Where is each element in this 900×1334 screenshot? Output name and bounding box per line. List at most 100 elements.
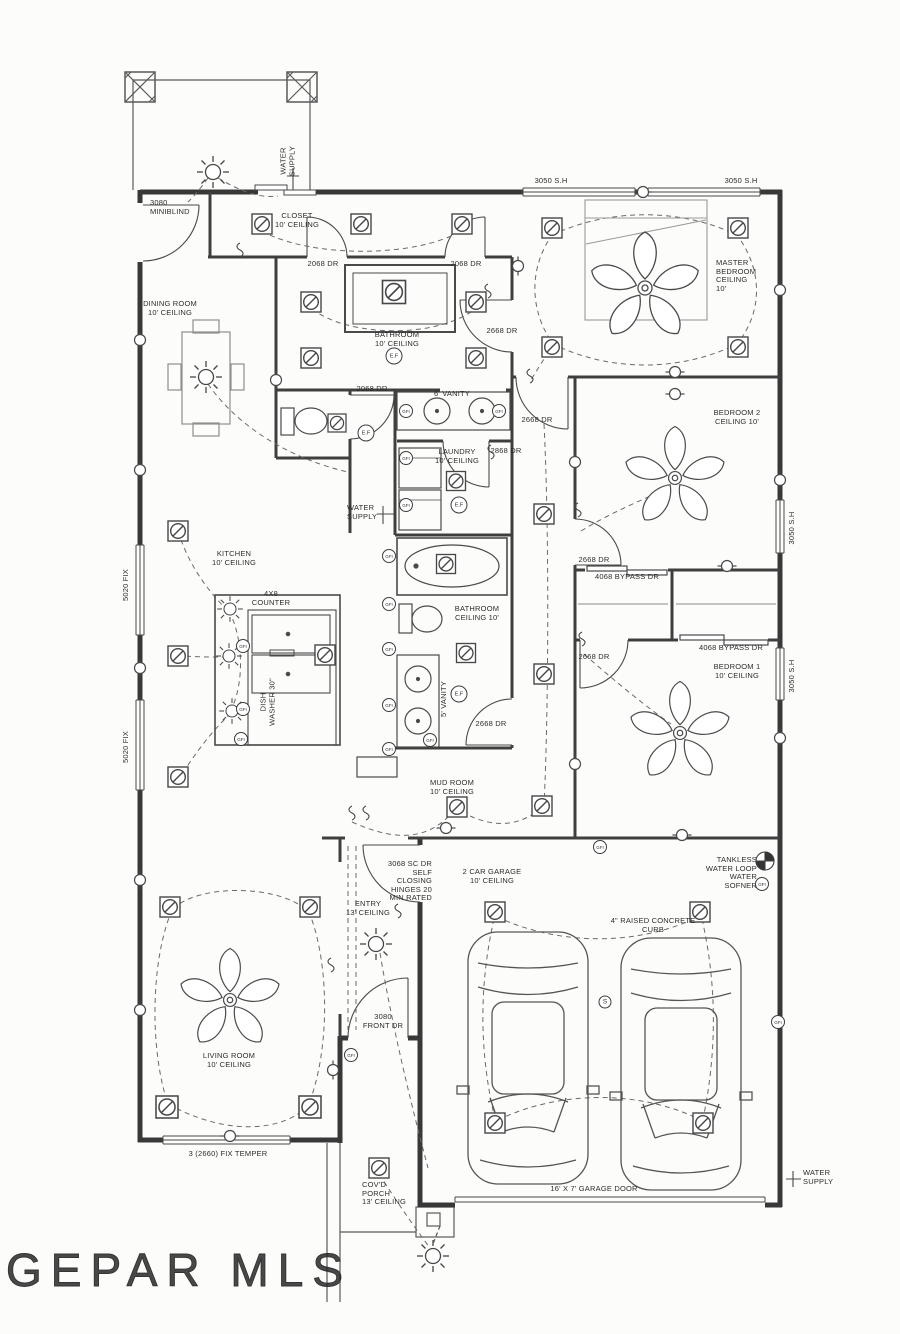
gfi-outlet: GFI bbox=[382, 597, 396, 611]
gfi-outlet: GFI bbox=[399, 451, 413, 465]
garage-door-leaf bbox=[454, 1196, 766, 1203]
door-front bbox=[347, 977, 409, 1039]
gfi-outlet: GFI bbox=[399, 404, 413, 418]
door-closet-left bbox=[306, 216, 348, 258]
window-master-2 bbox=[647, 187, 761, 197]
patio-slider bbox=[254, 184, 317, 196]
gfi-outlet: GFI bbox=[382, 549, 396, 563]
bypass-label-1: 4068 BYPASS DR bbox=[595, 572, 659, 581]
fan-bedroom1-icon bbox=[627, 680, 733, 782]
exterior-walls bbox=[137, 189, 783, 1208]
gfi-outlet: GFI bbox=[755, 877, 769, 891]
gfi-outlet: GFI bbox=[423, 733, 437, 747]
gfi-outlet: GFI bbox=[344, 1048, 358, 1062]
watermark: GEPAR MLS bbox=[6, 1244, 352, 1297]
door-label-2668-bedroom2: 2668 DR bbox=[578, 555, 610, 564]
door-label-2668-bedroom1: 2668 DR bbox=[578, 652, 610, 661]
exhaust-fan-icon: E.F bbox=[385, 347, 403, 365]
door-label-2868: 2868 DR bbox=[490, 446, 522, 455]
gfi-outlet: GFI bbox=[771, 1015, 785, 1029]
exhaust-fan-icon: E.F bbox=[450, 685, 468, 703]
smoke-detector-icon: S bbox=[598, 995, 612, 1009]
fan-master-icon bbox=[587, 231, 703, 341]
tankless-water-heater-icon bbox=[755, 851, 775, 871]
car-2 bbox=[609, 937, 753, 1191]
window-kitchen-fix bbox=[135, 544, 145, 636]
patio-outline bbox=[124, 71, 318, 190]
master-tub bbox=[344, 264, 456, 333]
exhaust-fan-icon: E.F bbox=[450, 496, 468, 514]
door-master-hall bbox=[515, 376, 569, 430]
door-label-2668-suite: 2668 DR bbox=[486, 326, 518, 335]
door-label-2068-powder: 2068 DR bbox=[356, 384, 388, 393]
door-garage-sc bbox=[362, 844, 421, 903]
fan-living-icon bbox=[177, 947, 283, 1049]
door-miniblind bbox=[142, 204, 200, 262]
windows bbox=[135, 184, 785, 1203]
gfi-outlet: GFI bbox=[236, 702, 250, 716]
dining-table bbox=[167, 319, 245, 437]
window-label-3050-bedroom1: 3050 S.H bbox=[786, 659, 796, 693]
gfi-outlet: GFI bbox=[593, 840, 607, 854]
door-bedroom2 bbox=[574, 518, 622, 566]
window-bedroom1 bbox=[775, 647, 785, 701]
water-supply-tick-mid bbox=[377, 506, 395, 524]
powder-toilet bbox=[280, 407, 328, 436]
hall-bath-fixtures bbox=[396, 537, 508, 748]
window-label-3050-bedroom2: 3050 S.H bbox=[786, 511, 796, 545]
gfi-outlet: GFI bbox=[382, 698, 396, 712]
fan-bedroom2-icon bbox=[622, 425, 728, 527]
bypass-doors bbox=[586, 565, 769, 646]
water-supply-tick-top bbox=[287, 168, 299, 190]
garage-door-label: 16' X 7' GARAGE DOOR bbox=[550, 1184, 638, 1193]
gfi-outlet: GFI bbox=[236, 639, 250, 653]
vanity5-label: 5' VANITY bbox=[438, 680, 448, 718]
car-1 bbox=[456, 931, 600, 1185]
window-living-fix bbox=[135, 699, 145, 791]
door-powder bbox=[349, 394, 395, 440]
bypass-label-2: 4068 BYPASS DR bbox=[699, 643, 763, 652]
exhaust-fan-icon: E.F bbox=[357, 424, 375, 442]
gfi-outlet: GFI bbox=[382, 642, 396, 656]
gfi-outlet: GFI bbox=[399, 498, 413, 512]
window-label-fix-living: 5020 FIX bbox=[120, 730, 130, 764]
vanity6-label: 6' VANITY bbox=[433, 389, 471, 398]
door-bedroom1 bbox=[579, 639, 629, 689]
water-supply-tick-bottom bbox=[786, 1171, 801, 1187]
door-label-2068-b: 2068 DR bbox=[450, 259, 482, 268]
window-label-3050-1: 3050 S.H bbox=[534, 176, 568, 185]
door-label-2668-master-hall: 2668 DR bbox=[521, 415, 553, 424]
door-label-2068-a: 2068 DR bbox=[307, 259, 339, 268]
window-label-3050-2: 3050 S.H bbox=[724, 176, 758, 185]
door-hall-bath bbox=[465, 698, 513, 746]
kitchen-island bbox=[214, 594, 341, 746]
gfi-outlet: GFI bbox=[234, 732, 248, 746]
gfi-outlet: GFI bbox=[492, 404, 506, 418]
door-label-2668-hall-bath: 2668 DR bbox=[475, 719, 507, 728]
post-hatch bbox=[124, 71, 156, 103]
mud-bench bbox=[356, 756, 398, 778]
gfi-outlet: GFI bbox=[382, 742, 396, 756]
